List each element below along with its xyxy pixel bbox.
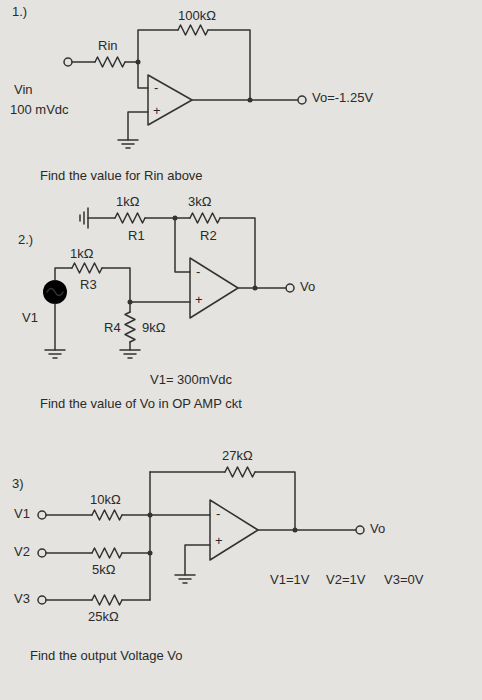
resistor-symbol — [92, 595, 122, 605]
circuit-label: 100kΩ — [178, 8, 216, 23]
output-terminal — [356, 526, 364, 534]
circuit-label: 9kΩ — [142, 320, 165, 335]
input-terminal — [38, 511, 46, 519]
circuit-label: 1kΩ — [70, 246, 93, 261]
circuit-label: V1= 300mVdc — [150, 372, 232, 387]
op-amp-symbol — [148, 75, 192, 125]
circuit-label: 1kΩ — [116, 194, 139, 209]
pin-sign: - — [154, 80, 158, 95]
ground-symbol — [120, 350, 140, 358]
circuit-label: R4 — [104, 320, 121, 335]
op-amp-symbol — [210, 500, 258, 560]
input-terminal — [38, 596, 46, 604]
problem-number: 2.) — [18, 232, 33, 247]
circuit-label: V1=1V — [270, 572, 309, 587]
resistor-symbol — [92, 510, 122, 520]
circuit-label: 3kΩ — [188, 194, 211, 209]
resistor-symbol — [125, 312, 135, 342]
resistor-symbol — [95, 57, 125, 67]
circuit-3 — [38, 467, 364, 605]
circuit-label: R3 — [80, 277, 97, 292]
ground-symbol — [175, 575, 195, 583]
ground-symbol — [45, 350, 65, 358]
circuit-label: Vin — [14, 82, 33, 97]
circuit-label: V3 — [14, 591, 30, 606]
circuit-label: V2=1V — [326, 572, 365, 587]
ground-symbol — [80, 208, 88, 228]
circuit-label: 27kΩ — [222, 448, 253, 463]
input-terminal — [38, 549, 46, 557]
resistor-symbol — [178, 25, 208, 35]
resistor-symbol — [115, 213, 145, 223]
circuit-label: Rin — [98, 38, 118, 53]
ac-source-symbol — [43, 280, 67, 304]
circuit-label: V2 — [14, 544, 30, 559]
ground-symbol — [118, 140, 138, 148]
circuit-label: R2 — [200, 228, 217, 243]
circuit-label: V1 — [22, 310, 38, 325]
pin-sign: + — [215, 533, 223, 548]
resistor-symbol — [92, 548, 122, 558]
problem-number: 1.) — [12, 4, 27, 19]
output-terminal — [286, 284, 294, 292]
circuit-label: R1 — [128, 228, 145, 243]
circuit-label: V3=0V — [384, 572, 423, 587]
problem-statement: Find the value of Vo in OP AMP ckt — [40, 396, 242, 411]
circuit-label: 25kΩ — [88, 609, 119, 624]
circuit-label: Vo — [300, 279, 315, 294]
resistor-symbol — [72, 263, 102, 273]
resistor-symbol — [225, 467, 255, 477]
problem-statement: Find the value for Rin above — [40, 168, 203, 183]
problem-number: 3) — [12, 476, 24, 491]
circuit-label: Vo — [370, 521, 385, 536]
problem-statement: Find the output Voltage Vo — [30, 648, 183, 663]
op-amp-symbol — [190, 258, 238, 318]
pin-sign: + — [153, 103, 161, 118]
circuit-2 — [43, 208, 294, 358]
output-terminal — [298, 96, 306, 104]
circuit-label: 5kΩ — [92, 562, 115, 577]
circuit-1 — [64, 25, 306, 148]
circuit-label: 100 mVdc — [10, 102, 69, 117]
pin-sign: + — [195, 292, 203, 307]
circuit-label: Vo=-1.25V — [312, 90, 373, 105]
circuit-label: 10kΩ — [90, 492, 121, 507]
circuit-label: V1 — [14, 506, 30, 521]
resistor-symbol — [190, 213, 220, 223]
input-terminal — [64, 58, 72, 66]
pin-sign: - — [196, 264, 200, 279]
pin-sign: - — [216, 506, 220, 521]
